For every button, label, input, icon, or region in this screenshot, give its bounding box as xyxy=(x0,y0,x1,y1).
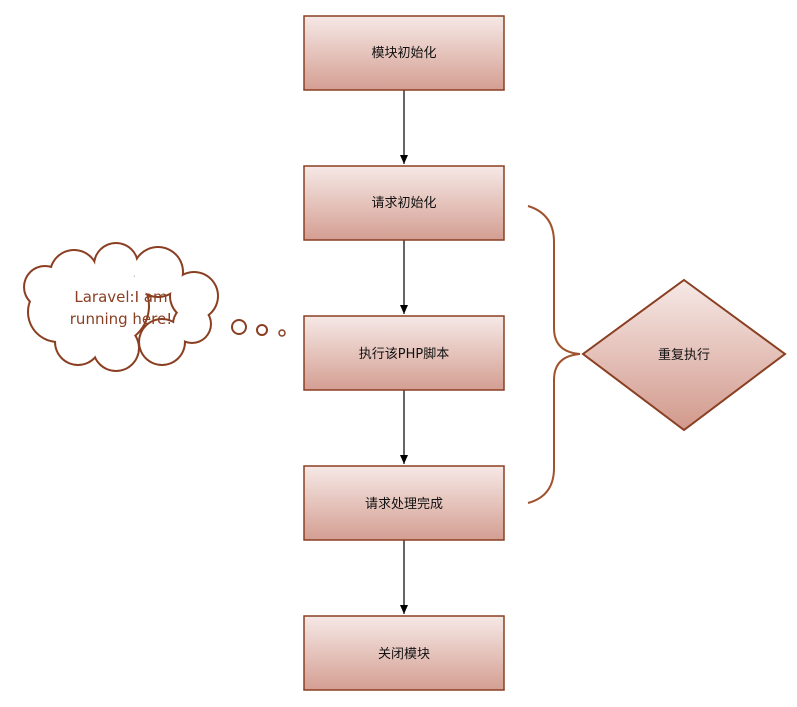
step-execute-script-label: 执行该PHP脚本 xyxy=(359,346,449,362)
step-module-shutdown: 关闭模块 xyxy=(303,615,505,691)
thought-dot-small xyxy=(278,329,286,337)
loop-diamond-label: 重复执行 xyxy=(658,347,710,363)
step-module-shutdown-label: 关闭模块 xyxy=(378,647,430,662)
loop-diamond: 重复执行 xyxy=(581,278,787,432)
step-request-init: 请求初始化 xyxy=(303,165,505,241)
loop-brace xyxy=(527,205,581,504)
step-execute-script: 执行该PHP脚本 xyxy=(303,315,505,391)
step-request-done: 请求处理完成 xyxy=(303,465,505,541)
step-request-done-label: 请求处理完成 xyxy=(365,497,443,512)
thought-dot-large xyxy=(231,319,247,335)
thought-cloud-shape xyxy=(23,242,219,372)
thought-bubble-line-2: running here! xyxy=(70,310,172,328)
step-module-init: 模块初始化 xyxy=(303,15,505,91)
thought-dot-medium xyxy=(256,324,268,336)
thought-bubble-line-1: Laravel:I am xyxy=(74,288,167,306)
step-request-init-label: 请求初始化 xyxy=(371,196,436,211)
step-module-init-label: 模块初始化 xyxy=(371,46,436,61)
thought-bubble: Laravel:I am running here! xyxy=(23,242,286,372)
